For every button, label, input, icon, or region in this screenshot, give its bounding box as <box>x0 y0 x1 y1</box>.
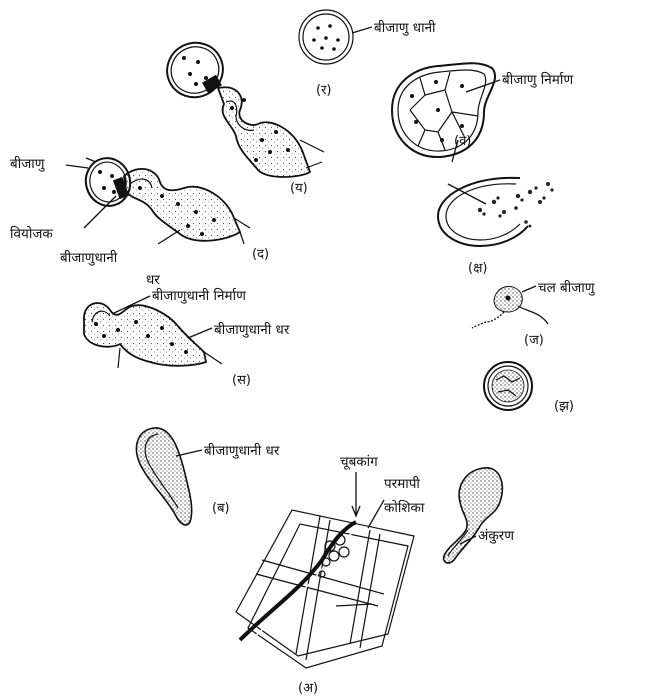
label-sporangium: बीजाणु धानी <box>374 19 436 36</box>
label-spore-formation: बीजाणु निर्माण <box>502 71 573 88</box>
caption-r: (र) <box>316 83 331 98</box>
figure-d-spore-separator: बीजाणु वियोजक बीजाणुधानी धर (द) <box>10 153 269 288</box>
caption-b: (ब) <box>212 501 230 516</box>
caption-a: (अ) <box>298 681 318 696</box>
figure-y-sporangiophore: (य) <box>158 34 324 196</box>
label-host-cell-line2: कोशिका <box>384 499 425 516</box>
figure-b-sporangiophore: बीजाणुधानी धर (ब) <box>136 428 279 525</box>
figure-ksh-zoospore-release: (क्ष) <box>438 178 554 276</box>
label-separator: वियोजक <box>10 225 53 242</box>
caption-j: (ज) <box>524 333 544 348</box>
caption-d: (द) <box>252 247 269 262</box>
figure-a-host-tissue: चूबकांग परमापी कोशिका (अ) <box>236 454 425 696</box>
caption-ksh: (क्ष) <box>468 261 487 276</box>
label-germination: अंकुरण <box>478 528 514 544</box>
label-sporangiophore-part2: धर <box>146 272 160 288</box>
caption-v: (व) <box>454 134 471 149</box>
caption-s: (स) <box>232 373 251 388</box>
label-zoospore: चल बीजाणु <box>538 279 595 296</box>
figure-j-zoospore: चल बीजाणु (ज) <box>472 279 595 348</box>
label-sporangiophore: बीजाणुधानी धर <box>214 321 290 338</box>
label-spore: बीजाणु <box>10 155 45 172</box>
figure-s-sporangium-formation: बीजाणुधानी निर्माण बीजाणुधानी धर (स) <box>84 287 290 388</box>
caption-jh: (झ) <box>554 399 574 414</box>
label-sporangiophore-b: बीजाणुधानी धर <box>204 442 280 459</box>
label-sporangium-formation: बीजाणुधानी निर्माण <box>152 287 246 304</box>
label-haustorium: चूबकांग <box>340 454 378 470</box>
caption-y: (य) <box>290 181 308 196</box>
figure-germination: अंकुरण <box>444 468 515 563</box>
label-sporangiophore-part1: बीजाणुधानी <box>60 249 118 266</box>
label-host-cell-line1: परमापी <box>384 475 420 492</box>
figure-jh-cyst: (झ) <box>484 362 574 414</box>
figure-v-spore-formation: बीजाणु निर्माण (व) <box>392 63 573 162</box>
